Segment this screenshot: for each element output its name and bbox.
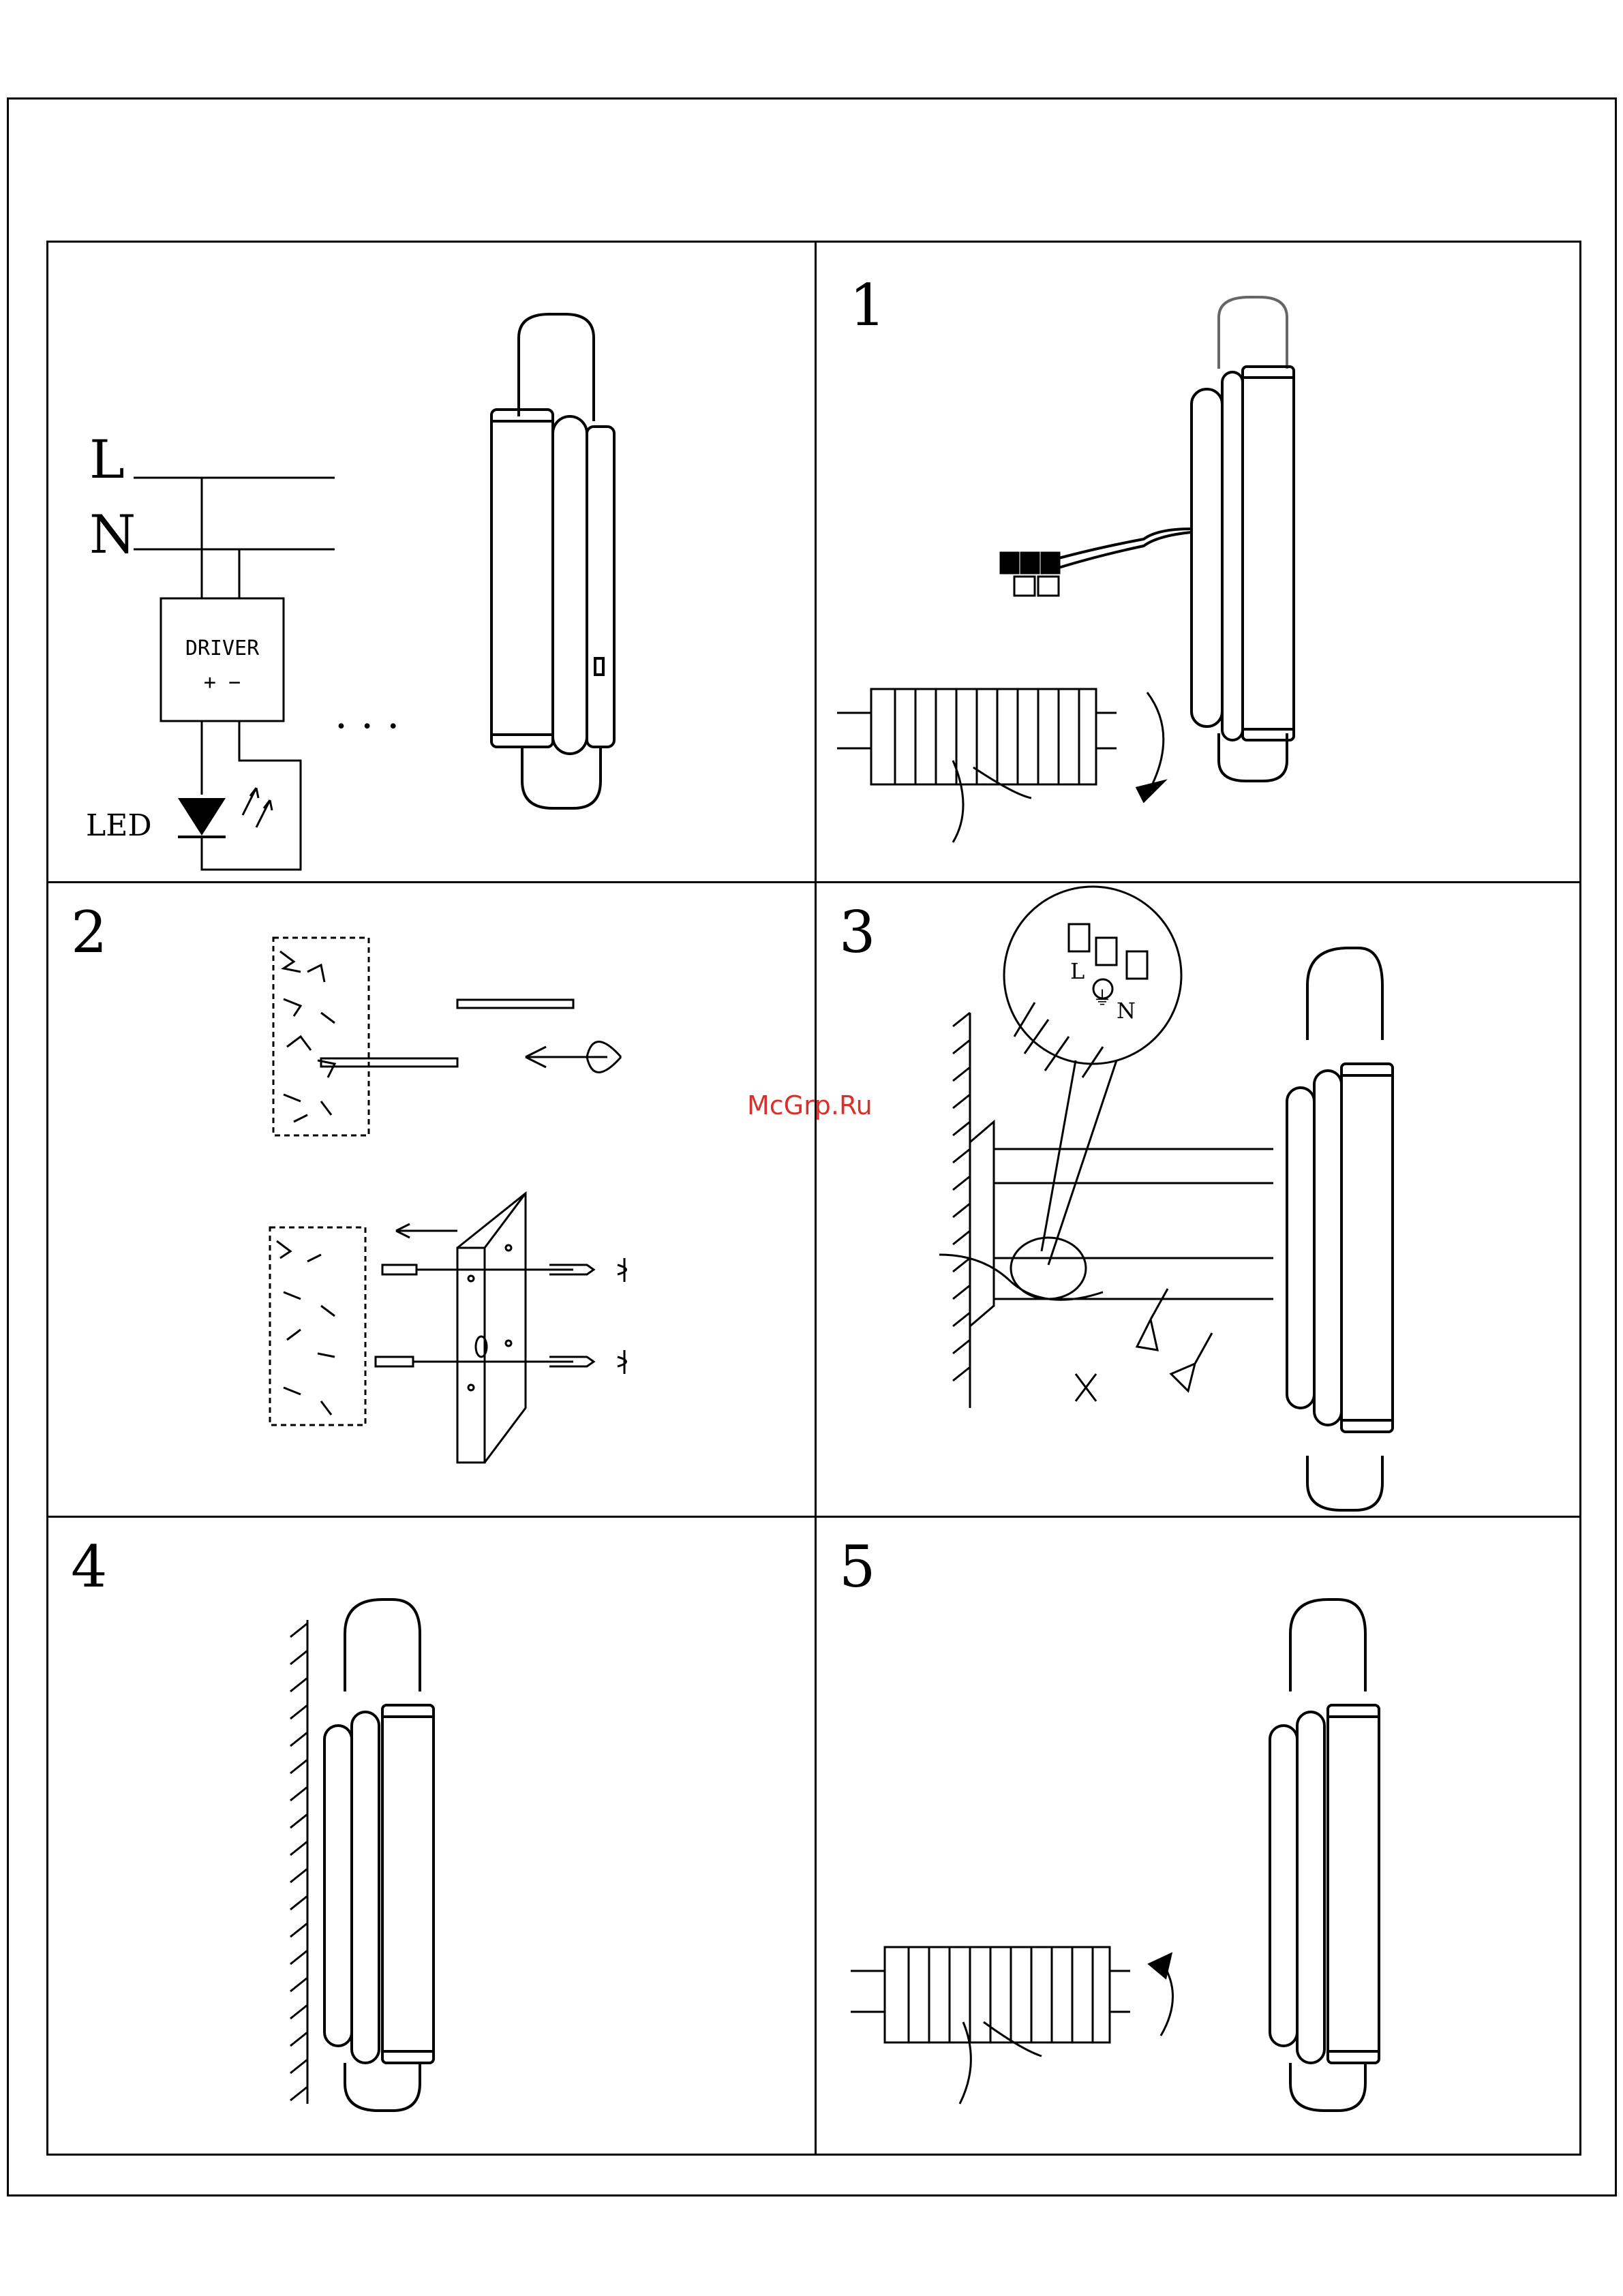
driver-polarity: + −	[204, 671, 241, 694]
connector-earth-label: ⏚	[1093, 987, 1112, 1009]
watermark: McGrp.Ru	[747, 1090, 873, 1120]
wall-texture-top	[273, 938, 369, 1135]
wiring-diagram: L N DRIVER + − LED · · ·	[48, 243, 815, 881]
mounting-bracket	[396, 1193, 526, 1463]
step-4-illustration	[48, 1518, 815, 2156]
panel-step-5: 5	[817, 1518, 1583, 2156]
lamp-final	[1270, 1599, 1379, 2111]
wall-bracket	[939, 1122, 1273, 1326]
wall-texture-bottom	[270, 1227, 365, 1425]
drill-bit	[321, 1000, 621, 1073]
led-light-arrows	[243, 788, 272, 827]
lamp-front-view	[491, 314, 614, 808]
panel-step-2: 2	[48, 883, 815, 1516]
connector-detail-ellipse	[1011, 1238, 1086, 1299]
led-diode-symbol	[178, 798, 226, 836]
wall-hatch	[953, 1013, 970, 1408]
line-label: L	[89, 429, 125, 491]
panel-wiring: L N DRIVER + − LED · · ·	[48, 243, 815, 881]
panel-step-3: 3 L ⏚	[817, 883, 1583, 1516]
circuit-breaker-panel	[851, 1947, 1173, 2104]
terminal-connector	[1001, 553, 1059, 596]
panel-step-1: 1	[817, 243, 1583, 881]
connector-line-label: L	[1070, 958, 1084, 984]
step-5-illustration	[817, 1518, 1583, 2156]
mounting-screws	[1076, 1289, 1212, 1401]
circuit-breaker-panel	[837, 689, 1164, 842]
connector-neutral-label: N	[1117, 998, 1136, 1024]
led-label: LED	[86, 808, 152, 843]
panel-step-4: 4	[48, 1518, 815, 2156]
neutral-label: N	[89, 504, 136, 566]
ellipsis: · · ·	[335, 703, 399, 750]
lamp-side	[1287, 948, 1393, 1510]
connector-zoom-circle: L ⏚ N	[1004, 887, 1181, 1265]
driver-label: DRIVER	[185, 637, 260, 660]
instruction-grid: L N DRIVER + − LED · · ·	[46, 241, 1581, 2156]
wall-hatch	[290, 1620, 307, 2104]
lamp-mounted	[324, 1599, 434, 2111]
step-1-illustration	[817, 243, 1583, 881]
step-3-illustration: L ⏚ N	[817, 883, 1583, 1516]
wall-plugs-and-screws	[376, 1258, 626, 1374]
step-2-illustration	[48, 883, 815, 1516]
